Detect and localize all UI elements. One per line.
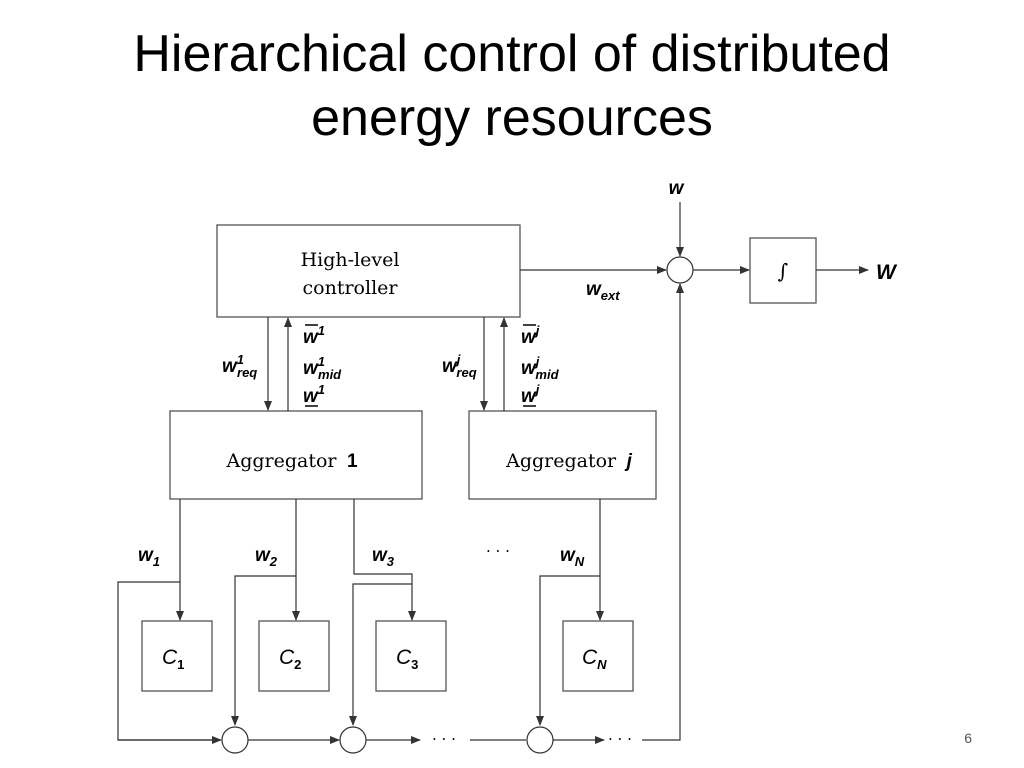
output-signal-W: W [876, 261, 898, 284]
slide-title: Hierarchical control of distributed ener… [0, 22, 1024, 150]
sum-chain-to-top-sum-arrow [642, 283, 684, 741]
device-c1-box [141, 620, 213, 692]
feedback-wire-cn [536, 575, 600, 726]
signal-w2: w2 [255, 545, 278, 569]
controller-label-line-1: High-level [301, 249, 400, 271]
ellipsis-sum-chain-2: · · · [608, 730, 632, 748]
summing-junction-1 [221, 726, 249, 754]
aggregator-j-box [468, 410, 657, 500]
feedback-wire-c2 [231, 575, 296, 726]
signal-wN: wN [560, 545, 585, 569]
ellipsis-between-signals: · · · [486, 542, 510, 560]
signal-w-under-j: wj [521, 382, 540, 407]
device-c3-label: C3 [396, 646, 418, 672]
aggregator-to-c3-arrow [353, 499, 416, 621]
summing-junction-n [526, 726, 554, 754]
aggregator-j-label: Aggregator j [505, 450, 632, 472]
device-c1-label: C1 [162, 646, 184, 672]
slide-title-line-1: Hierarchical control of distributed [133, 25, 891, 83]
device-cn-label: CN [582, 646, 607, 672]
slide-title-line-2: energy resources [311, 89, 713, 147]
page-number: 6 [964, 730, 972, 746]
signal-w-bar-j: wj [521, 323, 540, 348]
aggregator-1-label: Aggregator 1 [225, 450, 357, 472]
device-c2-box [258, 620, 330, 692]
high-level-controller-box [216, 224, 521, 318]
summing-junction-top [666, 256, 694, 284]
device-cn-box [562, 620, 634, 692]
signal-w-bar-1: w1 [303, 323, 325, 348]
ellipsis-sum-chain-1: · · · [432, 730, 456, 748]
integral-symbol: ∫ [778, 259, 788, 283]
device-c2-label: C2 [279, 646, 301, 672]
feedback-wire-c3 [349, 583, 412, 726]
signal-w-ext: wext [586, 279, 620, 303]
summing-junction-2 [339, 726, 367, 754]
input-signal-w: w [669, 178, 685, 199]
controller-label-line-2: controller [303, 277, 399, 299]
signal-w-under-1: w1 [303, 382, 325, 407]
signal-w1: w1 [138, 545, 160, 569]
signal-w3: w3 [372, 545, 395, 569]
device-c3-box [375, 620, 447, 692]
